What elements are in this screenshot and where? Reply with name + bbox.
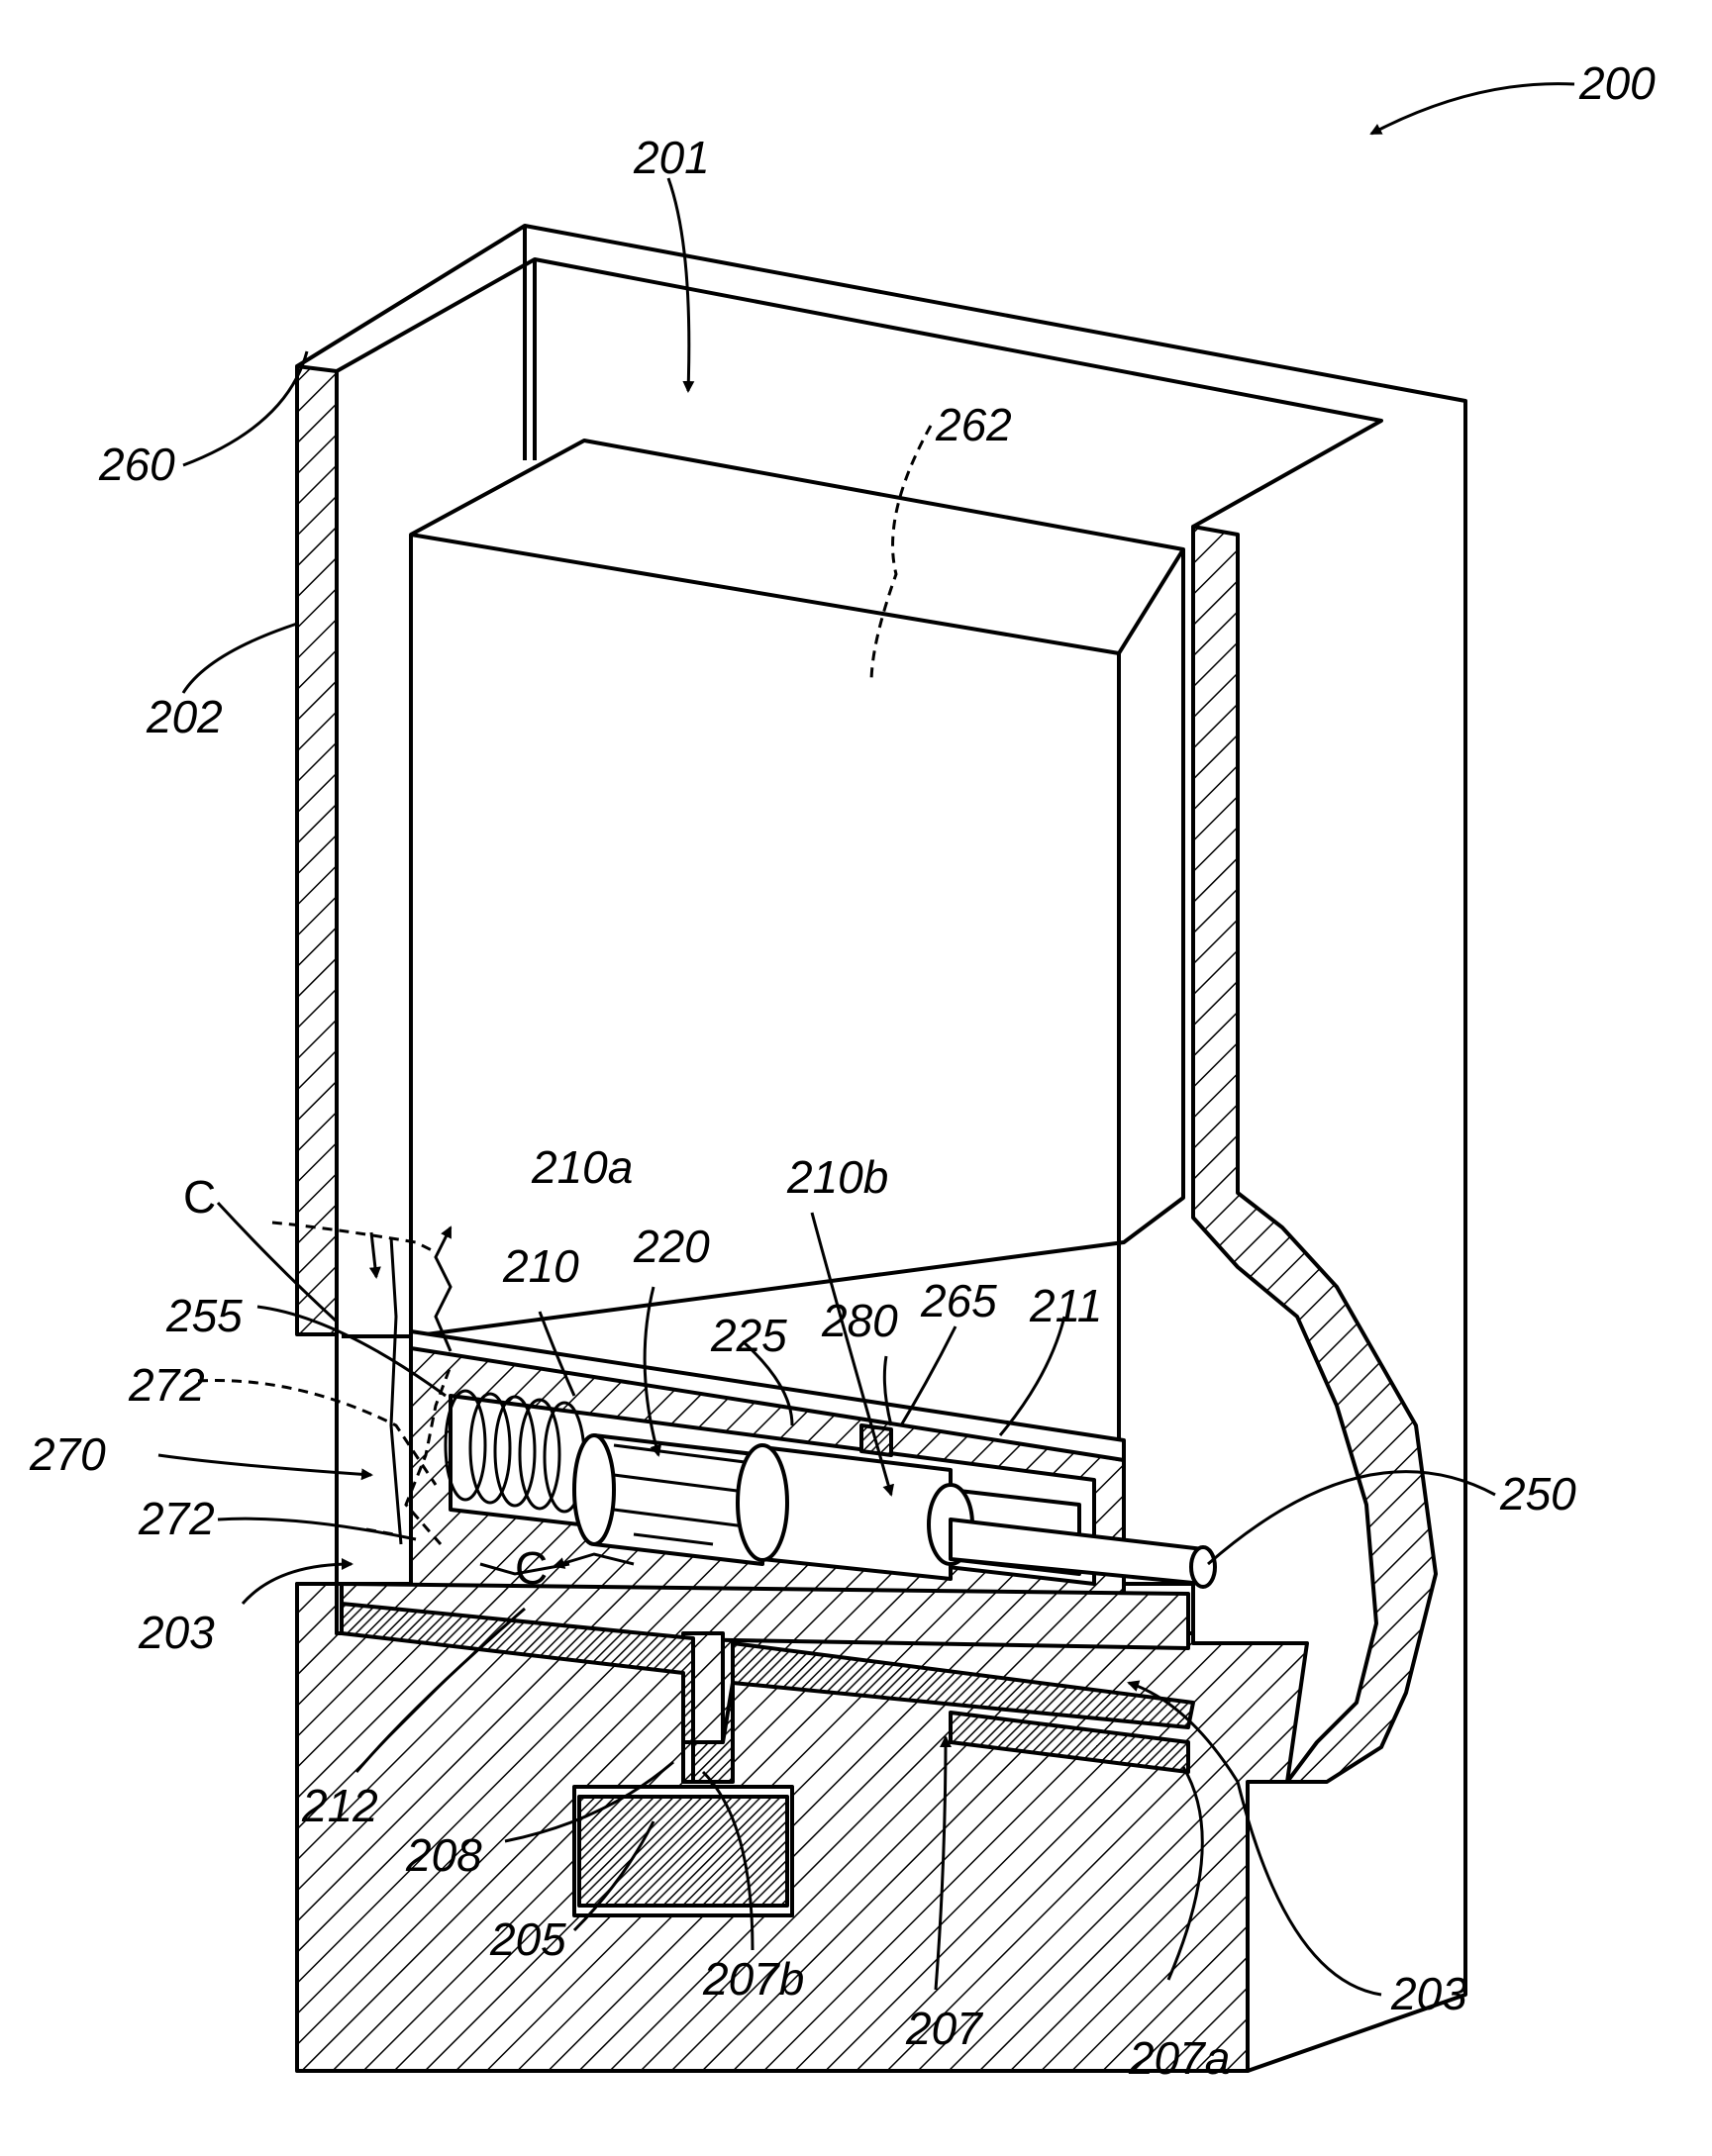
label-203-right: 203 xyxy=(1390,1968,1467,2019)
label-210a: 210a xyxy=(531,1141,633,1193)
label-210: 210 xyxy=(502,1240,579,1292)
label-211: 211 xyxy=(1029,1280,1102,1331)
label-272-bottom: 272 xyxy=(138,1493,215,1544)
label-280: 280 xyxy=(821,1295,898,1346)
label-207a: 207a xyxy=(1128,2032,1230,2084)
label-205: 205 xyxy=(489,1913,566,1965)
label-207: 207 xyxy=(905,2003,983,2054)
label-207b: 207b xyxy=(702,1953,804,2005)
label-203-left: 203 xyxy=(138,1607,215,1658)
label-c-bottom: C xyxy=(515,1542,548,1594)
label-201: 201 xyxy=(633,132,710,183)
label-212: 212 xyxy=(301,1780,378,1831)
label-272-top: 272 xyxy=(128,1359,205,1411)
label-200: 200 xyxy=(1578,57,1656,109)
label-262: 262 xyxy=(935,399,1012,450)
label-220: 220 xyxy=(633,1221,710,1272)
label-250: 250 xyxy=(1499,1468,1576,1519)
label-202: 202 xyxy=(146,691,223,742)
label-c-top: C xyxy=(183,1171,216,1223)
label-208: 208 xyxy=(405,1829,482,1881)
label-270: 270 xyxy=(29,1428,106,1480)
label-255: 255 xyxy=(165,1290,243,1341)
label-265: 265 xyxy=(920,1275,997,1326)
label-225: 225 xyxy=(710,1310,787,1361)
label-260: 260 xyxy=(98,439,175,490)
label-210b: 210b xyxy=(786,1151,888,1203)
